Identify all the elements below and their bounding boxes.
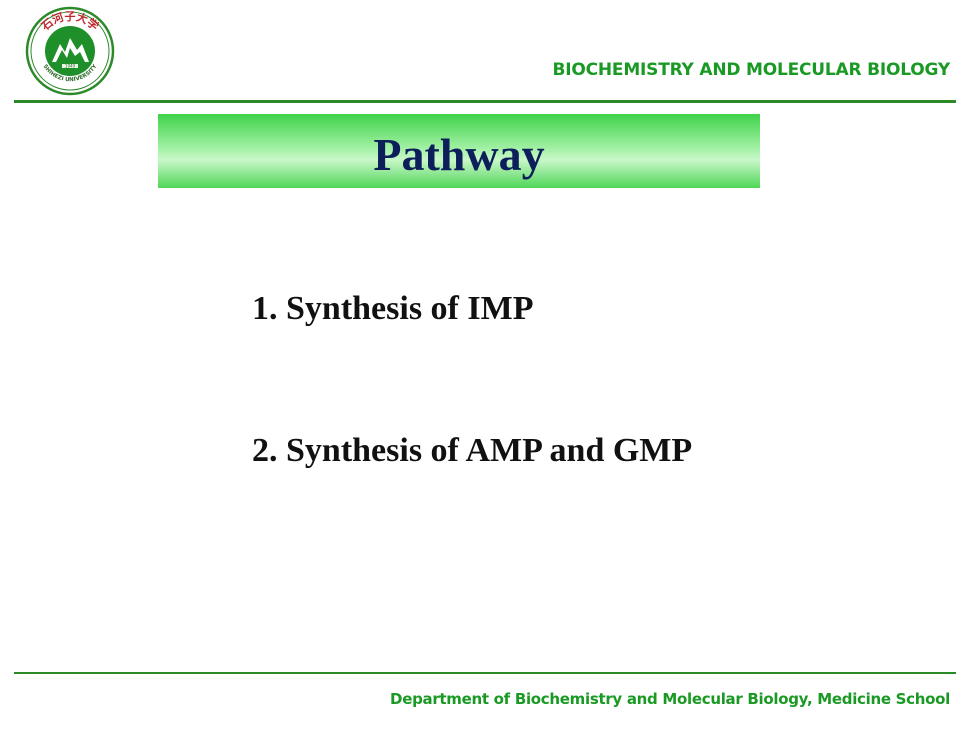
title-banner: Pathway <box>158 114 760 188</box>
list-item-synthesis-imp: 1. Synthesis of IMP <box>252 290 534 327</box>
seal-year: 1949 <box>65 64 76 69</box>
list-item-synthesis-amp-gmp: 2. Synthesis of AMP and GMP <box>252 432 693 469</box>
footer-department: Department of Biochemistry and Molecular… <box>390 690 950 708</box>
footer-divider <box>14 672 956 674</box>
course-title: BIOCHEMISTRY AND MOLECULAR BIOLOGY <box>552 60 950 80</box>
university-seal-icon: 石河子大学 SHIHEZI UNIVERSITY 1949 <box>25 6 115 96</box>
header-divider <box>14 100 956 103</box>
university-logo: 石河子大学 SHIHEZI UNIVERSITY 1949 <box>22 6 118 96</box>
slide-title: Pathway <box>373 128 545 180</box>
